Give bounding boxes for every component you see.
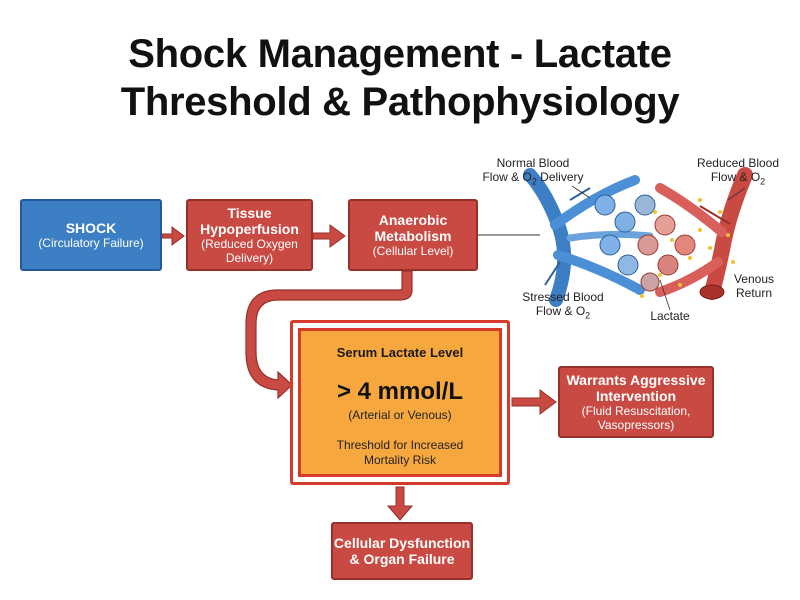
capillary-illustration — [523, 167, 753, 311]
label-reduced-flow: Reduced Blood Flow & O2 — [696, 156, 780, 187]
lactate-title: Serum Lactate Level — [336, 345, 464, 360]
label-lactate: Lactate — [650, 309, 690, 323]
lactate-risk: Threshold for Increased Mortality Risk — [336, 438, 464, 467]
node-hypoperfusion: Tissue Hypoperfusion (Reduced Oxygen Del… — [186, 199, 313, 271]
label-stressed-flow: Stressed Blood Flow & O2 — [522, 290, 604, 321]
node-lactate: Serum Lactate Level > 4 mmol/L (Arterial… — [290, 320, 510, 485]
node-anaerobic: Anaerobic Metabolism (Cellular Level) — [348, 199, 478, 271]
arrow-anaerobic-to-lactate — [245, 270, 413, 400]
node-shock: SHOCK (Circulatory Failure) — [20, 199, 162, 271]
arrow-lactate-to-dysfunction — [386, 486, 414, 521]
node-dysfunction: Cellular Dysfunction & Organ Failure — [331, 522, 473, 580]
arrow-hypoperfusion-to-anaerobic — [312, 224, 346, 248]
page-title: Shock Management - Lactate Threshold & P… — [120, 32, 680, 124]
label-normal-flow: Normal Blood Flow & O2 Delivery — [482, 156, 584, 187]
label-venous-return: Venous Return — [733, 272, 775, 300]
arrow-shock-to-hypoperfusion — [161, 226, 185, 246]
lactate-value: > 4 mmol/L — [336, 378, 464, 405]
node-intervention: Warrants Aggressive Intervention (Fluid … — [558, 366, 714, 438]
arrow-lactate-to-intervention — [511, 389, 557, 415]
